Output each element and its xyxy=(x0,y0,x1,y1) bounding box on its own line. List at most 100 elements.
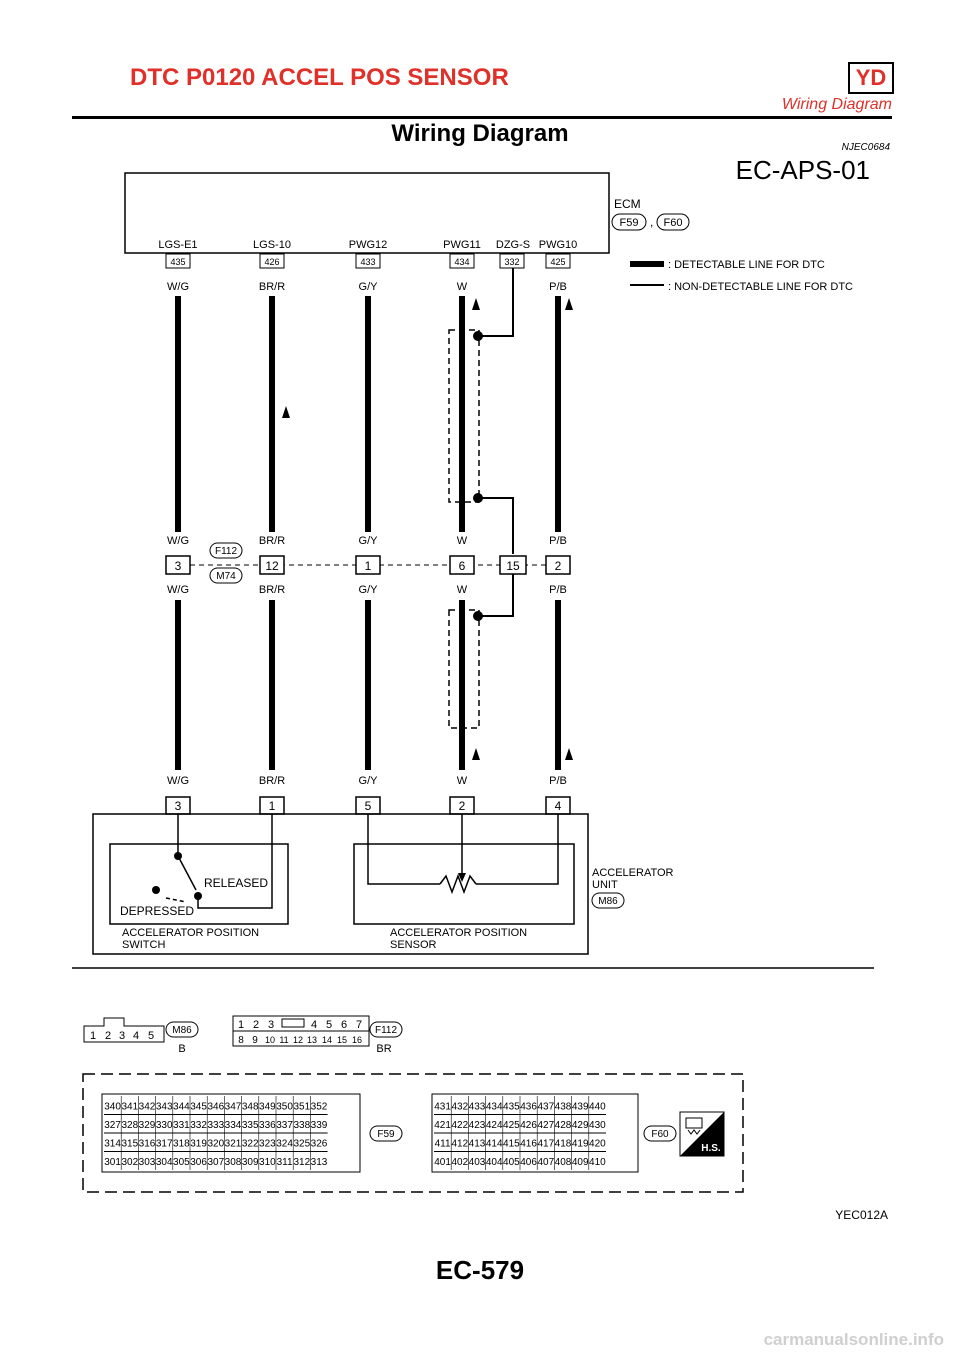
depressed-label: DEPRESSED xyxy=(120,904,194,918)
f60-pin: 402 xyxy=(451,1157,468,1168)
ecm-terminal-name: DZG-S xyxy=(496,239,530,251)
wire-color-label: P/B xyxy=(549,281,567,293)
shield-ground-dot xyxy=(473,331,483,341)
f60-pin: 412 xyxy=(451,1138,468,1149)
unit-connector-m86-label: M86 xyxy=(598,896,618,907)
f59-pin: 341 xyxy=(121,1101,138,1112)
f60-pin: 428 xyxy=(555,1120,572,1131)
ecm-terminal-name: PWG12 xyxy=(349,239,388,251)
legend-detectable-label: : DETECTABLE LINE FOR DTC xyxy=(668,259,825,271)
joint-connector-m74: M74 xyxy=(209,567,243,584)
ecm-terminal-number: 435 xyxy=(170,257,185,267)
f59-pin: 303 xyxy=(139,1157,156,1168)
f60-pin: 406 xyxy=(520,1157,537,1168)
sensor-wire xyxy=(476,814,559,885)
f59-pin: 305 xyxy=(173,1157,190,1168)
f59-pin: 311 xyxy=(277,1157,293,1168)
f60-pin: 438 xyxy=(555,1101,572,1112)
f112-pin: 3 xyxy=(268,1019,274,1031)
accelerator-unit-label: UNIT xyxy=(592,879,618,891)
f60-pin: 416 xyxy=(520,1138,537,1149)
f59-pin: 306 xyxy=(190,1157,207,1168)
header-rule xyxy=(72,116,892,119)
f60-pin: 422 xyxy=(451,1120,468,1131)
ecm-connector-f59-label: F59 xyxy=(620,217,639,229)
ecm-terminal-box xyxy=(449,253,475,269)
f60-pin: 419 xyxy=(572,1138,589,1149)
page-number: EC-579 xyxy=(435,1255,525,1285)
ecm-label: ECM xyxy=(614,197,641,211)
accelerator-unit-box xyxy=(92,813,589,955)
f59-pin: 314 xyxy=(104,1138,121,1149)
unit-pin-number: 5 xyxy=(365,799,372,813)
joint-pin-number: 15 xyxy=(506,559,520,573)
wire-color-label: BR/R xyxy=(259,775,285,787)
shield-ground-dot xyxy=(473,611,483,621)
f60-pin: 432 xyxy=(451,1101,468,1112)
f60-pin: 414 xyxy=(486,1138,503,1149)
switch-contact-dot xyxy=(194,892,202,900)
f112-connector-color: BR xyxy=(376,1043,391,1055)
f112-pin: 4 xyxy=(311,1019,317,1031)
wire-color-label: W xyxy=(457,775,468,787)
f60-pin: 437 xyxy=(537,1101,554,1112)
accelerator-unit-label: ACCELERATOR xyxy=(592,867,674,879)
wire-color-label: W xyxy=(457,584,468,596)
f60-pin: 434 xyxy=(486,1101,503,1112)
signal-arrow-icon xyxy=(565,298,573,310)
f59-pin: 340 xyxy=(104,1101,121,1112)
shield-ground-dot xyxy=(473,493,483,503)
f60-pin: 408 xyxy=(555,1157,572,1168)
f59-pin: 327 xyxy=(104,1120,121,1131)
ecm-terminal-box xyxy=(165,253,191,269)
f112-pin: 11 xyxy=(279,1035,288,1045)
f59-pin: 344 xyxy=(173,1101,190,1112)
m86-pin: 2 xyxy=(105,1030,111,1042)
diagram-id: EC-APS-01 xyxy=(735,155,870,185)
joint-pin-box xyxy=(545,555,571,575)
joint-connector-f112: F112 xyxy=(209,542,243,559)
unit-pin-number: 4 xyxy=(555,799,562,813)
f59-pin: 324 xyxy=(276,1138,293,1149)
reference-code: NJEC0684 xyxy=(841,142,890,153)
figure-code: YEC012A xyxy=(835,1208,888,1222)
f112-pin: 12 xyxy=(293,1035,303,1045)
ecm-terminal-number: 433 xyxy=(360,257,375,267)
wiper-arrow-icon xyxy=(458,873,466,882)
potentiometer-resistor xyxy=(439,873,477,895)
signal-arrow-icon xyxy=(472,298,480,310)
f112-pin: 13 xyxy=(307,1035,317,1045)
switch-arm xyxy=(177,855,197,891)
switch-contact-dot xyxy=(152,886,160,894)
f59-pin: 337 xyxy=(276,1120,293,1131)
f60-pin: 410 xyxy=(589,1157,606,1168)
f59-pin: 309 xyxy=(242,1157,259,1168)
ecm-terminal-name: LGS-E1 xyxy=(158,239,197,251)
joint-pin-number: 6 xyxy=(459,559,466,573)
f60-pin: 407 xyxy=(537,1157,554,1168)
f59-pin: 330 xyxy=(156,1120,173,1131)
f59-pin: 352 xyxy=(311,1101,328,1112)
signal-arrow-icon xyxy=(472,748,480,760)
f112-pin: 2 xyxy=(253,1019,259,1031)
f60-pin: 427 xyxy=(537,1120,554,1131)
f59-pin: 323 xyxy=(259,1138,276,1149)
f59-pin: 342 xyxy=(139,1101,156,1112)
f112-pin: 9 xyxy=(252,1035,258,1046)
f59-pin: 332 xyxy=(190,1120,207,1131)
legend-non-detectable-label: : NON-DETECTABLE LINE FOR DTC xyxy=(668,281,853,293)
m86-pin: 3 xyxy=(119,1030,125,1042)
f112-pin: 6 xyxy=(341,1019,347,1031)
f112-pin: 15 xyxy=(337,1035,347,1045)
joint-pin-box xyxy=(449,555,475,575)
ecm-box xyxy=(124,172,610,254)
f60-pin: 440 xyxy=(589,1101,606,1112)
f59-pin: 350 xyxy=(276,1101,293,1112)
joint-pin-number: 1 xyxy=(365,559,372,573)
f59-pin: 343 xyxy=(156,1101,173,1112)
wire-color-label: W xyxy=(457,535,468,547)
f60-connector-id: F60 xyxy=(651,1129,669,1140)
switch-dash xyxy=(165,897,187,903)
f60-pin: 424 xyxy=(486,1120,503,1131)
